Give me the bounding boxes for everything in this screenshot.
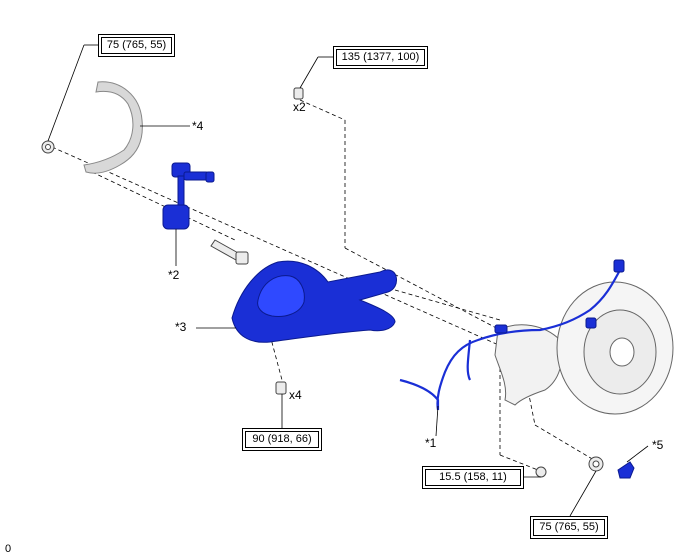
knuckle-bolt xyxy=(293,87,304,100)
assembly-guide-lines xyxy=(51,99,595,471)
leader-lines xyxy=(47,44,649,517)
callout-stabilizer-link: *2 xyxy=(168,268,180,282)
torque-spec-hub-nut: 75 (765, 55) xyxy=(530,516,608,539)
lower-control-arm xyxy=(231,260,397,343)
harness-clip xyxy=(617,461,635,479)
steering-knuckle xyxy=(494,324,563,406)
torque-spec-sensor-nut: 15.5 (158, 11) xyxy=(422,466,524,489)
torque-spec-text: 90 (918, 66) xyxy=(245,431,319,448)
torque-spec-text: 75 (765, 55) xyxy=(533,519,605,536)
callout-lower-arm: *3 xyxy=(175,320,187,334)
figure-code: 0 xyxy=(5,543,12,555)
torque-spec-text: 15.5 (158, 11) xyxy=(425,469,521,486)
callout-stabilizer-bar: *4 xyxy=(192,119,204,133)
torque-spec-text: 135 (1377, 100) xyxy=(336,49,425,66)
callout-clip: *5 xyxy=(652,438,664,452)
torque-spec-arm-bolt: 90 (918, 66) xyxy=(242,428,322,451)
speed-sensor-clips xyxy=(494,259,625,334)
control-arm-bolt xyxy=(275,381,287,395)
callout-speed-sensor: *1 xyxy=(425,436,437,450)
speed-sensor-harness xyxy=(399,269,621,411)
torque-spec-text: 75 (765, 55) xyxy=(101,37,172,54)
stabilizer-bar xyxy=(83,81,143,174)
torque-spec-knuckle-bolt: 135 (1377, 100) xyxy=(333,46,428,69)
hub-nut xyxy=(535,456,604,478)
quantity-arm-bolt: x4 xyxy=(289,388,302,402)
brake-disc xyxy=(556,281,674,415)
stabilizer-nut xyxy=(41,140,55,154)
torque-spec-stabilizer-nut: 75 (765, 55) xyxy=(98,34,175,57)
stabilizer-link xyxy=(162,162,215,230)
quantity-knuckle-bolt: x2 xyxy=(293,100,306,114)
link-bolt xyxy=(210,239,249,265)
